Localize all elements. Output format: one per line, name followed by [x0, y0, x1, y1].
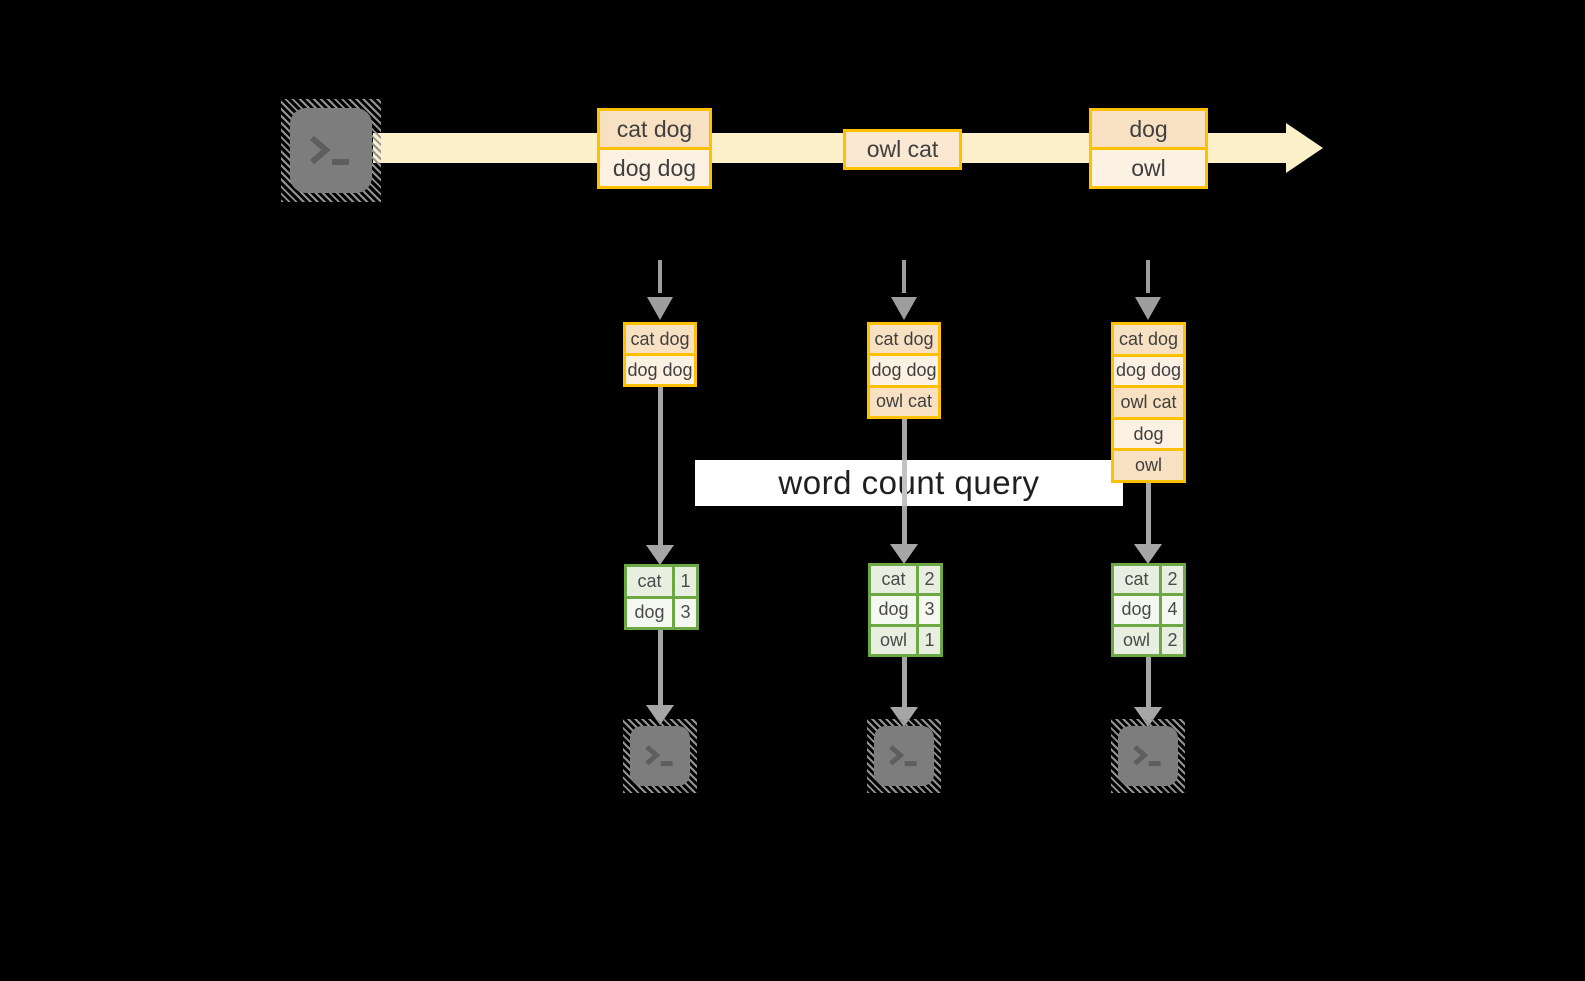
word-cell: dog [871, 596, 916, 624]
event-cell: dog [1092, 111, 1205, 147]
word-cell: dog [627, 598, 672, 627]
terminal-screen [874, 726, 934, 786]
input-cell: cat dog [626, 325, 694, 353]
stream-arrowhead-icon [1286, 123, 1323, 173]
table-row: owl 2 [1114, 626, 1183, 654]
stream-event-box-1: cat dog dog dog [597, 108, 712, 189]
terminal-sink-icon [623, 719, 697, 793]
flow-arrow [1146, 657, 1151, 707]
flow-arrow [902, 460, 907, 506]
word-count-table-2: cat 2 dog 3 owl 1 [868, 563, 943, 657]
dashed-arrow [658, 260, 662, 293]
table-row: cat 2 [1114, 566, 1183, 594]
input-cell: owl cat [1114, 388, 1183, 417]
input-cell: cat dog [870, 325, 938, 354]
input-cell: cat dog [1114, 325, 1183, 354]
flow-arrowhead-icon [1134, 544, 1162, 564]
terminal-sink-icon [1111, 719, 1185, 793]
stream-event-box-2: owl cat [843, 129, 962, 170]
terminal-screen [1118, 726, 1178, 786]
word-cell: dog [1114, 596, 1159, 624]
count-cell: 4 [1162, 596, 1183, 624]
query-label: word count query [695, 460, 1123, 506]
table-row: dog 3 [627, 598, 696, 627]
event-cell: cat dog [600, 111, 709, 147]
event-cell: owl [1092, 150, 1205, 186]
flow-arrow [902, 506, 907, 544]
input-stack-1: cat dog dog dog [623, 322, 697, 387]
dashed-arrowhead-icon [647, 297, 673, 320]
count-cell: 2 [1162, 626, 1183, 654]
word-cell: cat [1114, 566, 1159, 594]
dashed-arrowhead-icon [891, 297, 917, 320]
flow-arrow [902, 418, 907, 460]
stream-event-box-3: dog owl [1089, 108, 1208, 189]
input-cell: dog dog [626, 356, 694, 384]
count-cell: 2 [1162, 566, 1183, 594]
table-row: cat 2 [871, 566, 940, 594]
word-cell: cat [871, 566, 916, 594]
word-cell: cat [627, 567, 672, 596]
input-stack-3: cat dog dog dog owl cat dog owl [1111, 322, 1186, 483]
input-cell: dog dog [870, 356, 938, 385]
count-cell: 1 [675, 567, 696, 596]
word-count-table-3: cat 2 dog 4 owl 2 [1111, 563, 1186, 657]
flow-arrowhead-icon [646, 545, 674, 565]
table-row: cat 1 [627, 567, 696, 596]
flow-arrow [902, 657, 907, 707]
terminal-source-icon [281, 99, 381, 202]
table-row: dog 3 [871, 596, 940, 624]
input-stack-2: cat dog dog dog owl cat [867, 322, 941, 419]
table-row: dog 4 [1114, 596, 1183, 624]
dashed-arrow [902, 260, 906, 293]
word-cell: owl [871, 626, 916, 654]
flow-arrow [1146, 483, 1151, 544]
dashed-arrow [1146, 260, 1150, 293]
count-cell: 2 [919, 566, 940, 594]
terminal-prompt-icon [310, 135, 349, 165]
terminal-sink-icon [867, 719, 941, 793]
terminal-prompt-icon [1133, 745, 1161, 767]
input-cell: owl [1114, 451, 1183, 480]
query-label-text: word count query [778, 464, 1040, 501]
dashed-arrowhead-icon [1135, 297, 1161, 320]
terminal-prompt-icon [889, 745, 917, 767]
flow-arrow [658, 630, 663, 705]
terminal-prompt-icon [645, 745, 673, 767]
input-cell: owl cat [870, 387, 938, 416]
input-cell: dog dog [1114, 356, 1183, 386]
terminal-screen [290, 108, 372, 193]
count-cell: 3 [675, 598, 696, 627]
flow-arrow [658, 387, 663, 545]
count-cell: 3 [919, 596, 940, 624]
terminal-screen [630, 726, 690, 786]
event-cell: dog dog [600, 150, 709, 186]
count-cell: 1 [919, 626, 940, 654]
table-row: owl 1 [871, 626, 940, 654]
word-count-table-1: cat 1 dog 3 [624, 564, 699, 630]
event-cell: owl cat [846, 132, 959, 167]
word-cell: owl [1114, 626, 1159, 654]
input-cell: dog [1114, 419, 1183, 449]
flow-arrowhead-icon [890, 544, 918, 564]
